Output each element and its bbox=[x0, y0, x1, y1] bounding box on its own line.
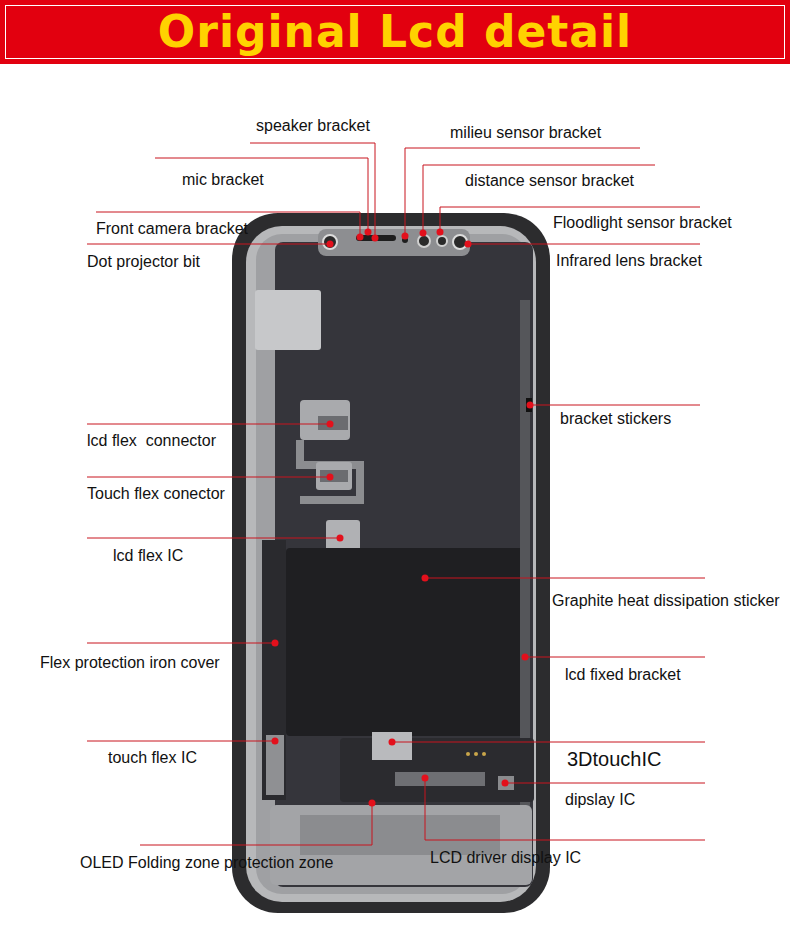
part-label: LCD driver display IC bbox=[430, 849, 581, 867]
part-label: mic bracket bbox=[182, 171, 264, 189]
part-label: milieu sensor bracket bbox=[450, 124, 601, 142]
part-label: dipslay IC bbox=[565, 791, 635, 809]
part-label: Graphite heat dissipation sticker bbox=[552, 592, 780, 610]
part-label: lcd fixed bracket bbox=[565, 666, 681, 684]
part-label: 3DtouchIC bbox=[567, 748, 662, 771]
part-label: distance sensor bracket bbox=[465, 172, 634, 190]
part-label: Infrared lens bracket bbox=[556, 252, 702, 270]
part-label: lcd flex connector bbox=[87, 432, 216, 450]
part-label: Floodlight sensor bracket bbox=[553, 214, 732, 232]
part-label: Flex protection iron cover bbox=[40, 654, 220, 672]
part-label: speaker bracket bbox=[256, 117, 370, 135]
part-label: Dot projector bit bbox=[87, 253, 200, 271]
part-label: touch flex IC bbox=[108, 749, 197, 767]
part-label: lcd flex IC bbox=[113, 547, 183, 565]
title-text: Original Lcd detail bbox=[0, 0, 790, 64]
part-label: Touch flex conector bbox=[87, 485, 225, 503]
part-label: Front camera bracket bbox=[96, 220, 248, 238]
part-label: bracket stickers bbox=[560, 410, 671, 428]
part-label: OLED Folding zone protection zone bbox=[80, 854, 333, 872]
